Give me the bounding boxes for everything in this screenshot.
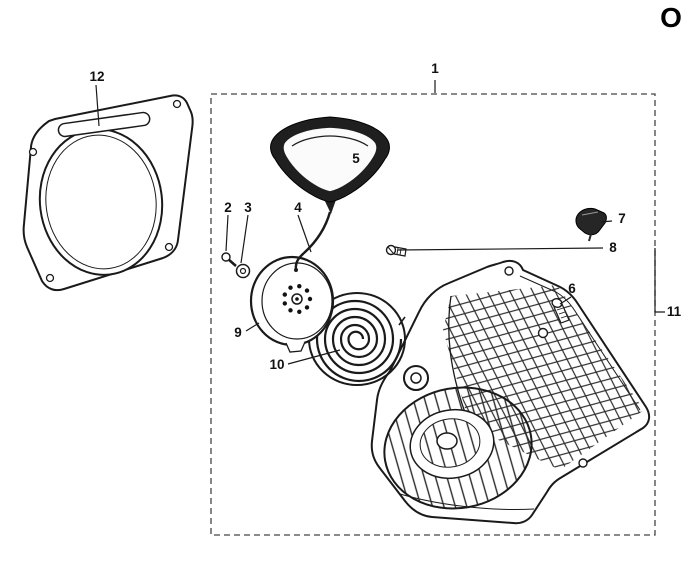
pulley-tab (285, 341, 306, 353)
part-label-10: 10 (269, 357, 284, 372)
fan-hub (436, 432, 458, 450)
plate-hole (164, 242, 174, 252)
pulley-hole-ring (282, 284, 313, 314)
leader-lines (95, 80, 665, 365)
part-label-5: 5 (352, 151, 360, 166)
part-6-screw (551, 297, 570, 324)
leader-7 (600, 220, 613, 223)
housing-screw-hole-right (537, 327, 549, 339)
part-2-screw (221, 252, 237, 267)
leader-9 (245, 322, 260, 332)
plate-hole (28, 147, 38, 157)
handle-inner (282, 126, 378, 193)
leader-8 (397, 247, 604, 251)
part-label-2: 2 (224, 200, 232, 215)
part-label-3: 3 (244, 200, 252, 215)
part-12-side-plate (22, 94, 194, 292)
part-label-1: 1 (431, 61, 439, 76)
leader-3 (240, 214, 249, 264)
part-7-grommet (575, 207, 607, 242)
leader-2 (225, 214, 229, 252)
plate-slot (57, 111, 151, 138)
plate-opening-inner-line (45, 134, 157, 270)
leader-11 (654, 248, 665, 313)
part-label-6: 6 (568, 281, 576, 296)
assembly-boundary-box (210, 93, 656, 536)
plate-hole (45, 273, 55, 283)
housing-screw-hole-bottom (578, 458, 588, 468)
part-4-starter-rope (294, 211, 332, 272)
section-letter: O (660, 2, 682, 33)
part-11-starter-housing (370, 259, 651, 525)
plate-hole (172, 99, 182, 109)
part-label-4: 4 (294, 200, 302, 215)
part-labels: 1 2 3 4 5 6 7 8 9 10 11 12 (89, 61, 681, 372)
handle-inner-line (291, 135, 369, 147)
part-3-washer (235, 263, 251, 279)
part-8-screw (385, 244, 407, 257)
leader-10 (287, 349, 341, 365)
part-label-7: 7 (618, 211, 626, 226)
housing-rope-boss-hole (410, 372, 422, 384)
part-label-12: 12 (89, 69, 104, 84)
part-9-starter-pulley (249, 255, 335, 353)
part-label-9: 9 (234, 325, 242, 340)
part-label-8: 8 (609, 240, 617, 255)
leader-12 (95, 84, 100, 127)
part-5-starter-handle (270, 116, 390, 214)
leader-4 (297, 214, 312, 253)
spring-hook (398, 316, 406, 326)
part-label-11: 11 (667, 304, 682, 319)
housing-screw-hole-top (504, 266, 514, 276)
leader-6 (559, 296, 572, 305)
pulley-hub-center (295, 297, 299, 301)
